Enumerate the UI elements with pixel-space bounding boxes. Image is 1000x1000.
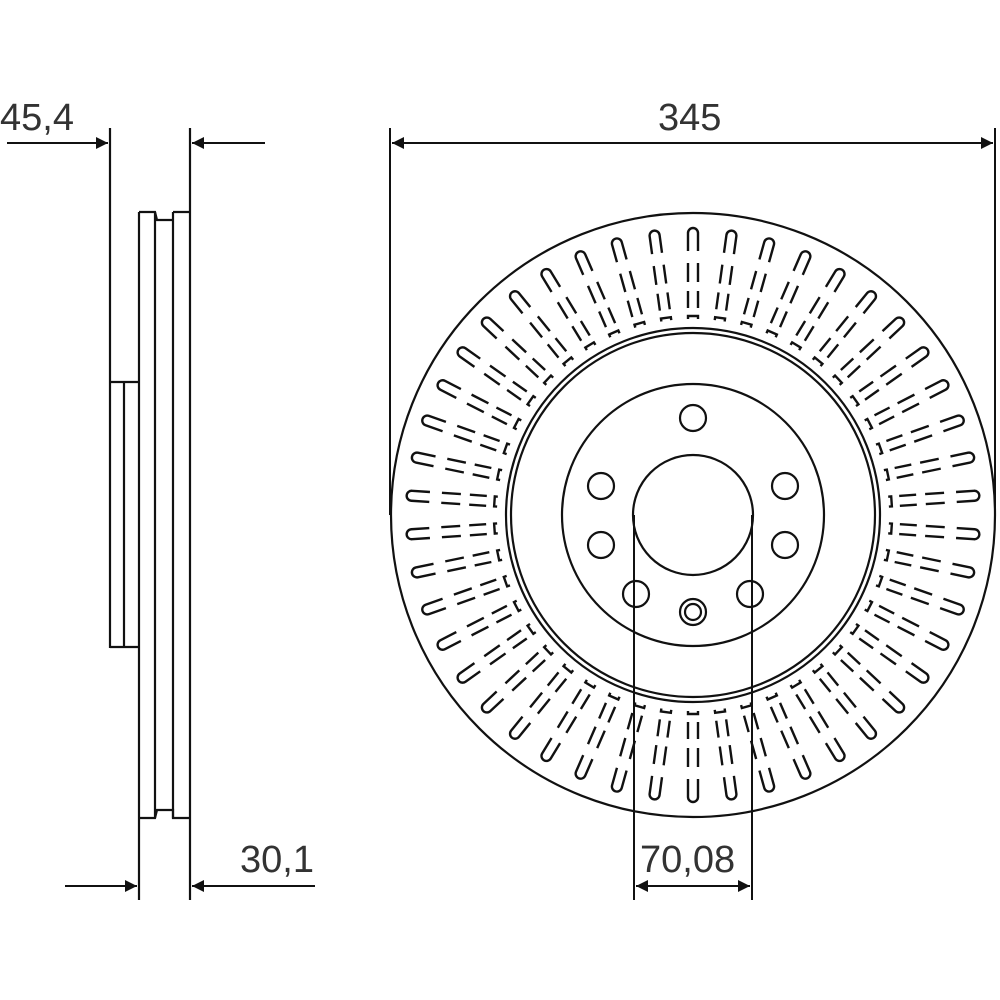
vent-slots xyxy=(405,226,981,804)
vent-slot xyxy=(864,379,950,431)
bolt-holes xyxy=(586,403,800,627)
front-dimensions xyxy=(389,128,996,900)
hub-circle xyxy=(560,382,826,648)
dimension-overall-height: 45,4 xyxy=(0,97,74,139)
vent-slot xyxy=(648,708,673,801)
vent-slot xyxy=(436,379,522,431)
vent-slot xyxy=(610,702,647,793)
vent-slot xyxy=(508,290,575,367)
vent-slot xyxy=(456,346,537,408)
bolt-hole xyxy=(735,579,765,609)
vent-slot xyxy=(421,574,511,616)
bolt-hole xyxy=(621,579,651,609)
vent-slot xyxy=(480,316,554,386)
vent-slot xyxy=(849,622,930,684)
bolt-hole xyxy=(683,602,703,622)
vent-slot xyxy=(508,663,575,740)
vent-slot xyxy=(686,226,700,319)
vent-slot xyxy=(480,644,554,714)
outer-edge xyxy=(389,211,997,819)
vent-slot xyxy=(610,237,647,328)
vent-slot xyxy=(739,237,776,328)
center-bore xyxy=(631,453,755,577)
vent-slot xyxy=(405,522,498,541)
vent-slot xyxy=(888,489,981,508)
vent-slot xyxy=(789,267,846,351)
vent-slot xyxy=(421,414,511,456)
vent-slot xyxy=(456,622,537,684)
vent-slot xyxy=(888,522,981,541)
vent-slot xyxy=(540,679,597,763)
dimension-center-bore: 70,08 xyxy=(640,839,735,881)
vent-slot xyxy=(811,663,878,740)
vent-slot xyxy=(765,692,812,780)
bolt-hole xyxy=(678,403,708,433)
bolt-hole xyxy=(770,471,800,501)
vent-slot xyxy=(765,250,812,338)
vent-slot xyxy=(574,692,621,780)
bolt-hole xyxy=(586,530,616,560)
bolt-hole xyxy=(586,471,616,501)
vent-slot xyxy=(864,599,950,651)
vent-slot xyxy=(540,267,597,351)
bolt-hole xyxy=(770,530,800,560)
vent-slot xyxy=(789,679,846,763)
vent-slot xyxy=(883,451,976,482)
vent-slot xyxy=(713,708,738,801)
dimension-thickness: 30,1 xyxy=(240,839,314,881)
vent-slot xyxy=(875,414,965,456)
vent-slot xyxy=(574,250,621,338)
vent-slot xyxy=(686,711,700,804)
vent-slot xyxy=(849,346,930,408)
vent-slot xyxy=(811,290,878,367)
vent-slot xyxy=(405,489,498,508)
dimension-outer-diameter: 345 xyxy=(658,97,721,139)
friction-ring-inner-2 xyxy=(509,331,877,699)
front-view xyxy=(389,211,997,819)
vent-slot xyxy=(832,644,906,714)
vent-slot xyxy=(883,548,976,579)
bolt-hole xyxy=(678,597,708,627)
vent-slot xyxy=(832,316,906,386)
vent-slot xyxy=(648,229,673,322)
side-view xyxy=(108,128,192,900)
friction-ring-inner xyxy=(504,326,882,704)
vent-slot xyxy=(410,548,503,579)
vent-slot xyxy=(875,574,965,616)
vent-slot xyxy=(713,229,738,322)
vent-slot xyxy=(410,451,503,482)
vent-slot xyxy=(739,702,776,793)
vent-slot xyxy=(436,599,522,651)
side-dimensions xyxy=(7,137,315,892)
